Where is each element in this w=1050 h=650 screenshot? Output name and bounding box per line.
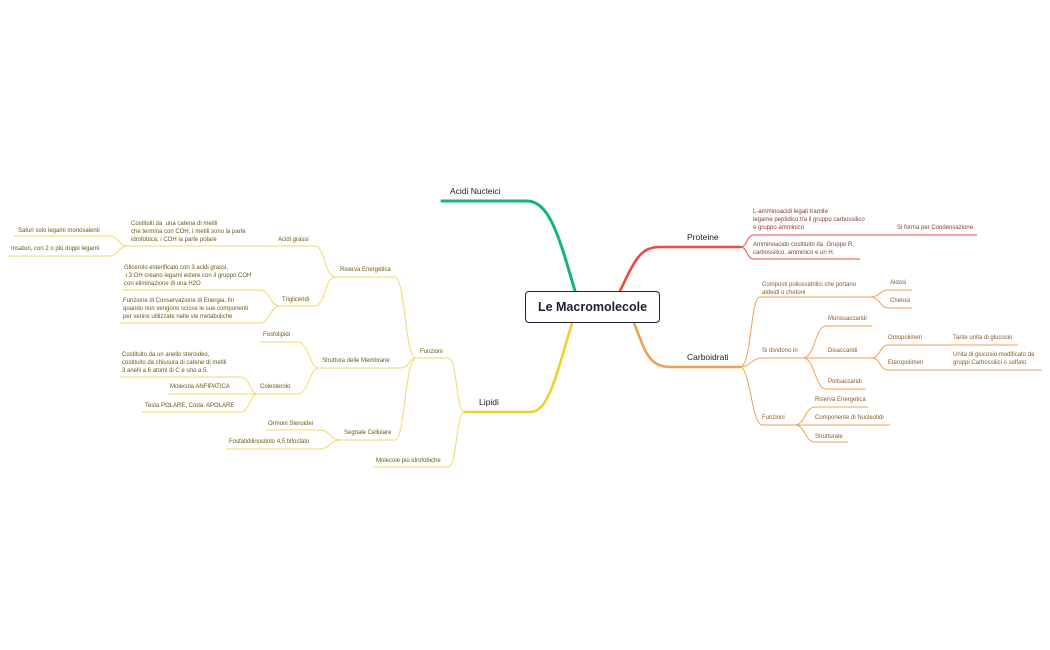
node-lip-molecole-idrofobiche[interactable]: Molecole più idrofobiche [376,458,441,464]
node-lip-fosfolipidi[interactable]: Fosfolipidi [263,332,291,338]
node-proteine[interactable]: Proteine [687,232,719,242]
root-node[interactable]: Le Macromolecole [525,291,660,323]
node-proteine-condensazione[interactable]: Si forma per Condensazione [897,225,974,231]
node-lip-testa-polare[interactable]: Testa POLARE, Coda APOLARE [145,403,235,409]
node-acidi-nucleici[interactable]: Acidi Nucleici [450,186,501,196]
node-lip-segnale-cellulare[interactable]: Segnale Cellulare [344,430,392,436]
node-carb-unita-modificato[interactable]: Unita di glucosio modificato da gruppi C… [953,352,1035,366]
node-lip-riserva-energetica[interactable]: Riserva Energetica [340,267,391,273]
node-carb-funzioni[interactable]: Funzioni [762,415,785,421]
node-carb-monosaccaridi[interactable]: Monosaccaridi [828,316,867,322]
node-carb-tante-unita[interactable]: Tante unita di glucosio [953,335,1013,341]
node-lip-saturi[interactable]: Saturi solo legami monovalenti [18,228,100,234]
node-lip-insaturi[interactable]: Insaturi, con 2 o più doppi legami [11,246,100,252]
node-carb-eteropolimeri[interactable]: Eteropolimeri [888,360,924,366]
node-proteine-amminoacidi-legati[interactable]: L-amminoacidi legati tramite legame pept… [753,209,865,231]
node-carb-polisaccaridi[interactable]: Polisaccaridi [828,379,862,385]
node-lip-struttura-membrane[interactable]: Struttura delle Membrane [322,358,390,364]
node-lip-fosfatidilinositolo[interactable]: Fosfatidilinositolo 4,5 bifosfato [229,439,310,445]
node-lip-ormoni-steroidei[interactable]: Ormoni Steroidei [268,421,314,427]
root-label: Le Macromolecole [537,300,648,314]
node-carb-aldosi[interactable]: Aldosi [890,280,907,286]
node-lip-acidi-grassi-desc[interactable]: Costituiti da una catena di metili che t… [131,221,246,243]
node-lip-acidi-grassi[interactable]: Acidi grassi [278,237,309,243]
node-carb-omopolimeri[interactable]: Omopolimeri [888,335,923,341]
node-lip-anello-steroideo[interactable]: Costituito da un anello steroideo, costi… [122,352,227,374]
node-lip-trigliceridi[interactable]: Trigliceridi [282,297,310,303]
node-lip-anfipatica[interactable]: Molecola ANFIPATICA [170,384,230,390]
node-carb-disaccaridi[interactable]: Disaccaridi [828,348,858,354]
node-lip-conservazione-energia[interactable]: Funzione di Conservazione di Energia, fi… [123,298,249,320]
node-carb-componente-nucleotidi[interactable]: Componente di Nucleotidi [815,415,884,421]
node-lip-funzioni[interactable]: Funzioni [420,349,443,355]
node-carboidrati[interactable]: Carboidrati [687,352,729,362]
node-proteine-amminoacido-costituito[interactable]: Amminoacido costituito da Gruppo R, carb… [753,242,855,256]
node-carb-si-dividono[interactable]: Si dividono in [762,348,798,354]
node-lip-glicerolo[interactable]: Glicerolo esterificato con 3 acidi grass… [124,265,252,287]
node-lipidi[interactable]: Lipidi [479,397,499,407]
node-carb-riserva-energetica[interactable]: Riserva Energetica [815,397,866,403]
node-carb-composti[interactable]: Composti poliossidrilici che portano ald… [762,282,857,296]
node-lip-colesterolo[interactable]: Colesterolo [260,384,291,390]
node-carb-strutturale[interactable]: Strutturale [815,434,843,440]
node-carb-chetosi[interactable]: Chetosi [890,298,911,304]
